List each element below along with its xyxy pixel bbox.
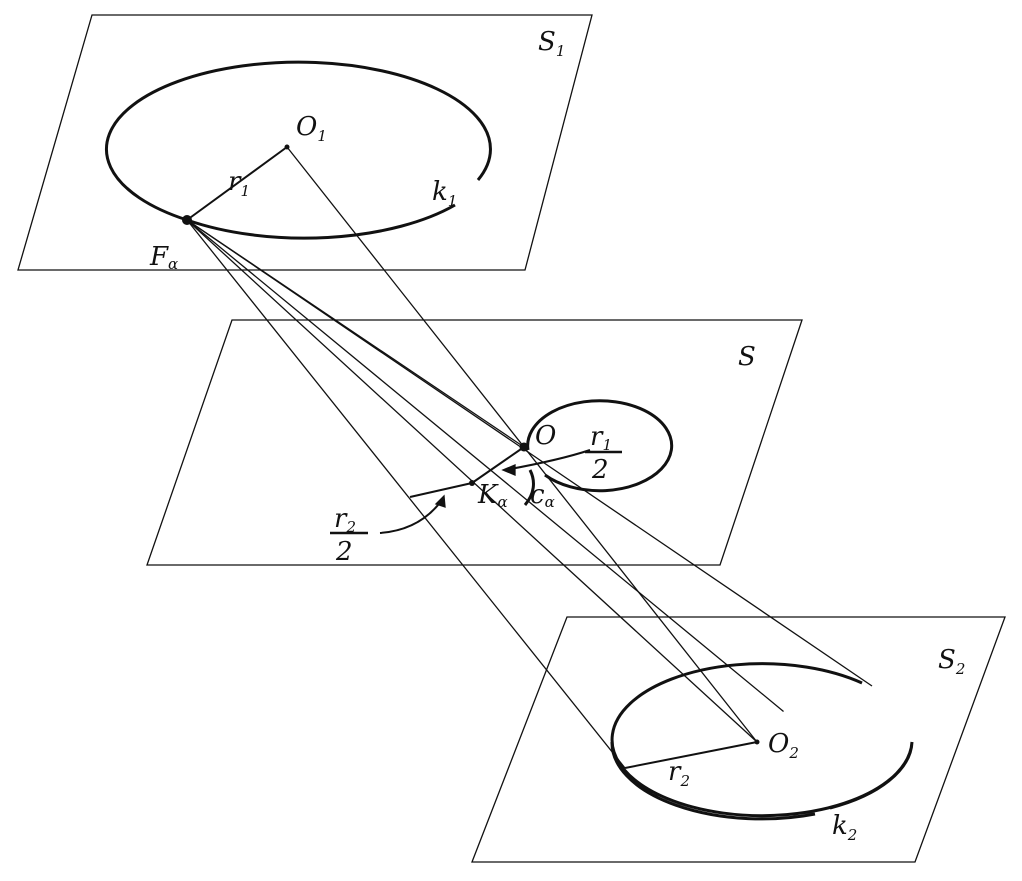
label-o: O [535, 421, 556, 451]
point-o1 [284, 144, 290, 150]
label-k2: k2 [832, 811, 857, 844]
label-half-r2-num: r2 [334, 504, 356, 536]
line-f-tangent-left [186, 219, 626, 769]
label-r1: r1 [228, 167, 250, 200]
label-s1: S1 [538, 27, 565, 60]
arrow-half-r2 [434, 494, 446, 508]
radius-r2 [624, 741, 758, 769]
point-o2 [754, 739, 760, 745]
radius-k-o [471, 446, 525, 484]
plane-s2 [471, 616, 1006, 863]
point-f-alpha [182, 215, 192, 225]
circle-k1 [104, 60, 492, 240]
label-o2: O2 [768, 729, 799, 762]
label-s2: S2 [938, 645, 965, 678]
leader-half-r2 [379, 499, 443, 534]
plane-s1 [17, 14, 593, 271]
label-c-alpha: cα [530, 480, 555, 511]
plane-s [146, 319, 803, 566]
circle-k2 [610, 662, 914, 821]
label-o1: O1 [296, 112, 327, 145]
label-k-alpha: Kα [477, 480, 508, 511]
radius-r1 [186, 146, 288, 221]
label-k1: k1 [432, 177, 457, 210]
radius-k-left [409, 482, 473, 498]
label-half-r1-den: 2 [591, 455, 609, 485]
label-s: S [738, 342, 756, 372]
label-f-alpha: Fα [149, 242, 178, 273]
line-f-o [186, 219, 525, 448]
label-half-r2-den: 2 [335, 537, 353, 567]
leader-half-r1 [504, 449, 591, 471]
circle-c-alpha [523, 399, 674, 506]
point-o [519, 442, 529, 452]
label-r2: r2 [668, 757, 690, 790]
line-f-o-o2 [186, 219, 784, 712]
point-k-alpha [469, 480, 475, 486]
label-half-r1-num: r1 [590, 422, 612, 454]
arrow-half-r1 [501, 464, 516, 476]
